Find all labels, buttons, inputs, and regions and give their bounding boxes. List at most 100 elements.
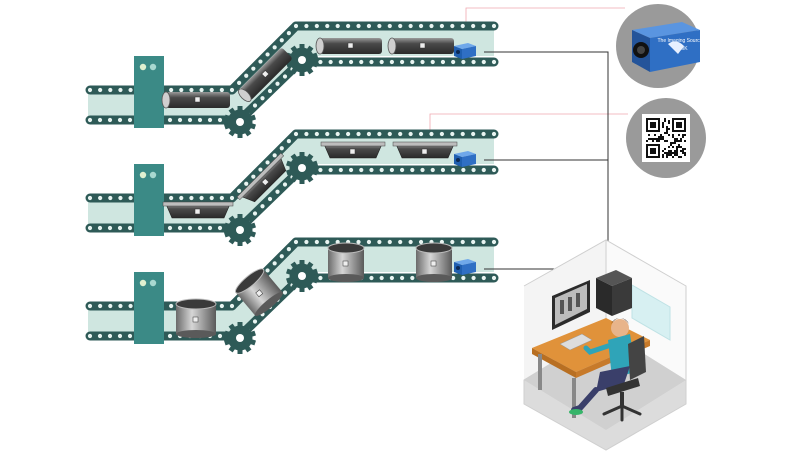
- chain-link: [450, 239, 455, 245]
- gear-hub: [298, 56, 306, 64]
- chain-link: [108, 87, 113, 93]
- chain-link: [481, 275, 486, 281]
- qr-module: [658, 138, 660, 140]
- chain-link: [229, 195, 235, 201]
- qr-module: [680, 138, 682, 140]
- machine-tower: [134, 272, 164, 344]
- chain-link: [398, 131, 403, 137]
- chain-link: [410, 275, 415, 281]
- chain-link: [229, 303, 235, 309]
- cam-lens: [456, 266, 460, 270]
- pot-label: [430, 260, 437, 267]
- chain-link: [217, 117, 223, 123]
- chain-link: [128, 303, 133, 309]
- machine-light: [139, 171, 147, 179]
- qr-module: [680, 156, 682, 158]
- chain-link: [359, 59, 364, 65]
- machine-light: [149, 63, 157, 71]
- qr-module: [678, 134, 680, 136]
- chain-link: [460, 239, 465, 245]
- qr-module: [672, 156, 674, 158]
- chain-link: [491, 23, 497, 29]
- gear-hub: [298, 272, 306, 280]
- qr-module: [676, 150, 678, 152]
- camera-cables: [484, 51, 609, 278]
- gear-icon: [286, 44, 318, 76]
- chain-link: [293, 131, 299, 137]
- qr-module: [654, 134, 656, 136]
- qr-module: [682, 136, 684, 138]
- tray-product: [236, 152, 287, 203]
- pipe-end: [161, 91, 171, 109]
- tray-label: [194, 208, 201, 215]
- machine-body: [134, 164, 164, 236]
- qr-callout: [626, 98, 706, 178]
- chain-link: [356, 239, 361, 245]
- chain-link: [107, 333, 113, 339]
- chain-link: [98, 195, 103, 201]
- qr-module: [678, 144, 680, 146]
- gear-tooth: [299, 286, 305, 292]
- conveyor-line-2: [85, 129, 499, 246]
- chain-link: [481, 239, 486, 245]
- tray-rim: [236, 152, 285, 201]
- chain-link: [87, 117, 93, 123]
- chain-link: [430, 167, 435, 173]
- chain-link: [451, 167, 456, 173]
- chain-link: [275, 189, 280, 194]
- chain-link: [314, 23, 319, 29]
- qr-module: [672, 146, 674, 148]
- qr-module: [684, 140, 686, 142]
- cam-lens: [456, 158, 460, 162]
- tray-label: [261, 178, 270, 186]
- pipe-label: [419, 42, 426, 49]
- chain-link: [377, 239, 382, 245]
- chain-link: [491, 131, 497, 137]
- chain-link: [356, 131, 361, 137]
- qr-module: [684, 148, 686, 150]
- chain-link: [282, 290, 288, 295]
- chain-link: [481, 23, 486, 29]
- qr-module: [658, 136, 660, 138]
- qr-module: [668, 120, 670, 122]
- qr-module: [662, 124, 664, 126]
- qr-module: [682, 134, 684, 136]
- chain-link: [471, 59, 476, 65]
- qr-module: [666, 156, 668, 158]
- chain-link: [258, 167, 263, 172]
- qr-module: [670, 144, 672, 146]
- machine-body: [134, 56, 164, 128]
- chain-link: [282, 74, 288, 79]
- belt-chain: [227, 21, 301, 95]
- chain-link: [400, 275, 405, 281]
- chain-link: [439, 23, 444, 29]
- gear-tooth: [237, 240, 243, 246]
- chain-link: [439, 131, 444, 137]
- chain-link: [293, 23, 299, 29]
- chain-link: [481, 59, 486, 65]
- qr-module: [668, 152, 670, 154]
- chain-link: [117, 225, 123, 231]
- chain-link: [359, 167, 364, 173]
- chain-link: [169, 195, 174, 201]
- chain-link: [410, 167, 415, 173]
- chain-link: [167, 117, 173, 123]
- qr-module: [676, 140, 678, 142]
- pipe-end: [387, 37, 397, 55]
- chain-link: [117, 117, 123, 123]
- chain-link: [97, 333, 103, 339]
- chain-link: [252, 211, 258, 216]
- chain-link: [252, 103, 258, 108]
- gear-tooth: [299, 178, 305, 184]
- chain-link: [87, 195, 93, 201]
- qr-module: [676, 138, 678, 140]
- chain-link: [197, 225, 203, 231]
- pot-product: [327, 242, 365, 282]
- qr-module: [674, 154, 676, 156]
- tray-product: [162, 201, 234, 219]
- chain-link: [187, 225, 193, 231]
- qr-module: [668, 150, 670, 152]
- chain-link: [346, 23, 351, 29]
- chain-link: [335, 23, 340, 29]
- chain-link: [420, 167, 425, 173]
